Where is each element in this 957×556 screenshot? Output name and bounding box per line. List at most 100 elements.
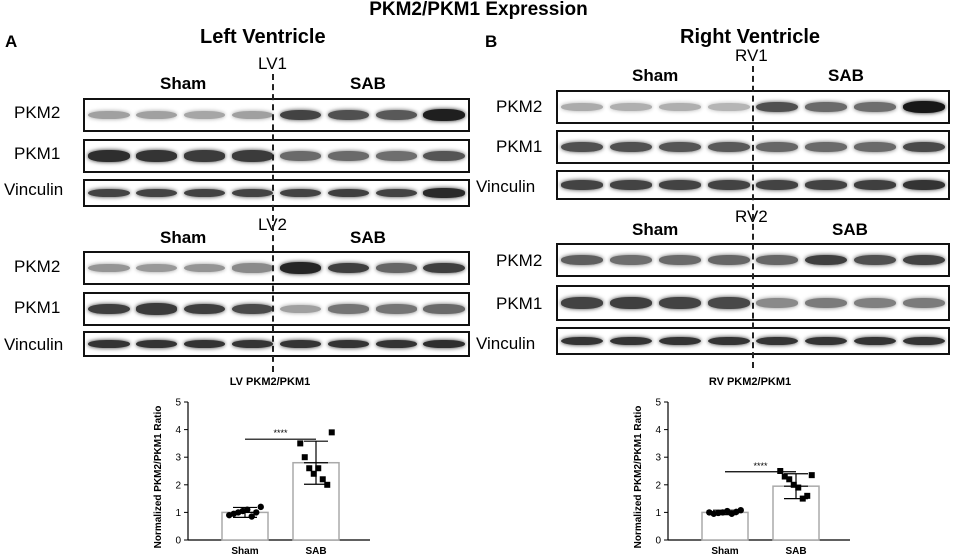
data-point xyxy=(781,473,788,480)
blot-label-pkm2: PKM2 xyxy=(496,97,543,116)
blot-band xyxy=(610,141,653,153)
western-blot-strip xyxy=(83,331,470,357)
blot-band xyxy=(327,151,369,161)
blot-band xyxy=(853,180,896,190)
x-tick-label: SAB xyxy=(785,546,806,556)
blot-band xyxy=(327,188,369,198)
blot-band xyxy=(561,336,604,346)
y-tick-label: 0 xyxy=(655,536,661,547)
x-tick-label: Sham xyxy=(231,546,258,556)
y-axis-label: Normalized PKM2/PKM1 Ratio xyxy=(633,406,644,549)
y-tick-label: 5 xyxy=(655,398,661,409)
blot-band xyxy=(561,102,604,112)
blot-band xyxy=(136,339,178,349)
blot-band xyxy=(136,110,178,120)
blot-band xyxy=(805,142,848,152)
western-blot-strip xyxy=(83,179,470,207)
blot-band xyxy=(136,188,178,198)
group-label-sham: Sham xyxy=(632,220,679,239)
blot-band xyxy=(610,180,653,190)
group-label-sab: SAB xyxy=(350,228,386,247)
blot-band xyxy=(279,188,322,198)
blot-band xyxy=(805,180,848,190)
y-tick-label: 2 xyxy=(175,480,181,491)
blot-label-vinculin: Vinculin xyxy=(476,177,536,196)
blot-band xyxy=(805,297,848,308)
blot-band xyxy=(707,297,750,309)
group-label-sham: Sham xyxy=(632,66,679,85)
blot-band xyxy=(610,297,653,309)
blot-band xyxy=(756,298,799,308)
blot-band xyxy=(658,102,701,112)
blot-band xyxy=(88,339,130,349)
x-tick-label: SAB xyxy=(305,546,326,556)
western-blot-strip xyxy=(83,139,470,173)
panel-title-right-ventricle: Right Ventricle xyxy=(680,26,821,48)
blot-band xyxy=(327,109,369,121)
western-blot-strip xyxy=(83,292,470,326)
blot-band xyxy=(184,188,226,198)
y-tick-label: 3 xyxy=(175,453,181,464)
blot-band xyxy=(375,304,417,314)
panel-title-left-ventricle: Left Ventricle xyxy=(200,26,326,48)
blot-band xyxy=(231,188,274,198)
group-label-sab: SAB xyxy=(832,220,868,239)
blot-band xyxy=(853,298,896,308)
blot-band xyxy=(902,254,945,266)
western-blot-strip xyxy=(83,98,470,132)
group-label-sham: Sham xyxy=(160,228,207,247)
data-point xyxy=(808,472,815,479)
blot-band xyxy=(88,110,130,120)
blot-tag-rv1: RV1 xyxy=(735,46,768,65)
blot-tag-lv1: LV1 xyxy=(258,54,287,73)
bar xyxy=(701,511,749,541)
data-point xyxy=(737,506,744,514)
blot-band xyxy=(707,180,750,190)
blot-tag-rv2: RV2 xyxy=(735,207,768,226)
blot-label-pkm2: PKM2 xyxy=(14,257,61,276)
blot-band xyxy=(853,142,896,152)
blot-band xyxy=(231,303,274,315)
data-point xyxy=(328,429,335,436)
data-point xyxy=(319,476,326,483)
data-point xyxy=(315,465,322,472)
y-axis-label: Normalized PKM2/PKM1 Ratio xyxy=(153,406,164,549)
blot-band xyxy=(805,336,848,346)
blot-band xyxy=(707,103,750,111)
data-point xyxy=(257,503,264,511)
blot-label-vinculin: Vinculin xyxy=(4,180,64,199)
significance-label: **** xyxy=(273,428,288,438)
blot-band xyxy=(184,339,226,349)
blot-band xyxy=(423,304,465,314)
y-tick-label: 4 xyxy=(655,425,661,436)
blot-label-pkm1: PKM1 xyxy=(496,294,543,313)
blot-band xyxy=(658,141,701,153)
group-label-sham: Sham xyxy=(160,74,207,93)
blot-band xyxy=(805,102,848,112)
data-point xyxy=(795,484,802,491)
blot-band xyxy=(327,304,369,314)
blot-band xyxy=(375,263,417,273)
blot-band xyxy=(231,339,274,349)
blot-band xyxy=(423,188,465,198)
blot-band xyxy=(231,150,274,162)
group-label-sab: SAB xyxy=(350,74,386,93)
sham-sab-divider xyxy=(272,74,274,372)
data-point xyxy=(777,468,784,474)
y-tick-label: 4 xyxy=(175,425,181,436)
blot-band xyxy=(561,180,604,190)
y-tick-label: 5 xyxy=(175,398,181,409)
blot-band xyxy=(423,262,465,274)
blot-band xyxy=(902,180,945,190)
data-point xyxy=(248,513,255,520)
panel-letter-a: A xyxy=(5,32,18,51)
blot-band xyxy=(707,141,750,153)
data-point xyxy=(804,492,811,499)
blot-band xyxy=(423,339,465,349)
chart-title-rv: RV PKM2/PKM1 xyxy=(708,376,792,388)
data-point xyxy=(324,481,331,488)
blot-band xyxy=(853,102,896,112)
y-tick-label: 1 xyxy=(175,508,181,519)
blot-band xyxy=(610,102,653,112)
figure-title: PKM2/PKM1 Expression xyxy=(369,0,588,20)
